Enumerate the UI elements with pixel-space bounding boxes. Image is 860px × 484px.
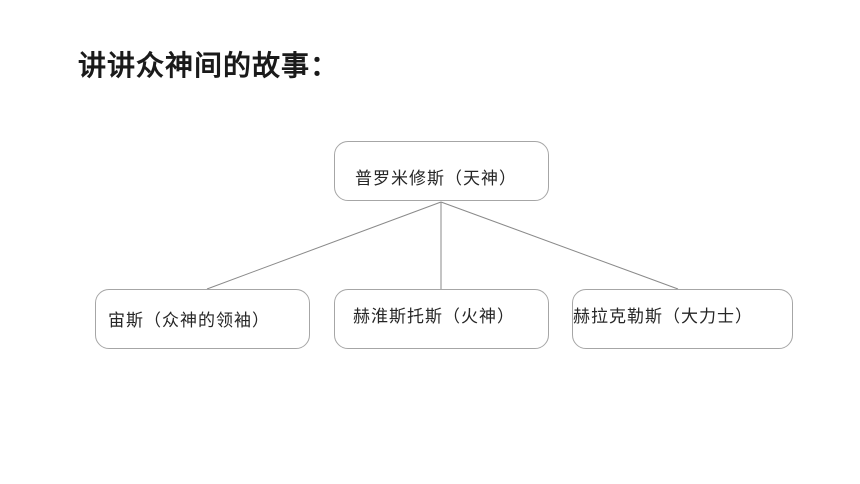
node-zeus: 宙斯（众神的领袖） bbox=[95, 289, 310, 349]
connector-root-to-zeus bbox=[206, 201, 442, 290]
node-hephaestus: 赫淮斯托斯（火神） bbox=[334, 289, 549, 349]
connector-root-to-heracles bbox=[440, 201, 679, 290]
node-label: 赫淮斯托斯（火神） bbox=[353, 307, 515, 327]
node-label: 赫拉克勒斯（大力士） bbox=[573, 307, 753, 327]
node-prometheus: 普罗米修斯（天神） bbox=[334, 141, 549, 201]
node-label: 普罗米修斯（天神） bbox=[355, 169, 517, 189]
node-heracles: 赫拉克勒斯（大力士） bbox=[572, 289, 793, 349]
node-label: 宙斯（众神的领袖） bbox=[108, 311, 270, 331]
page-title: 讲讲众神间的故事： bbox=[78, 49, 340, 82]
